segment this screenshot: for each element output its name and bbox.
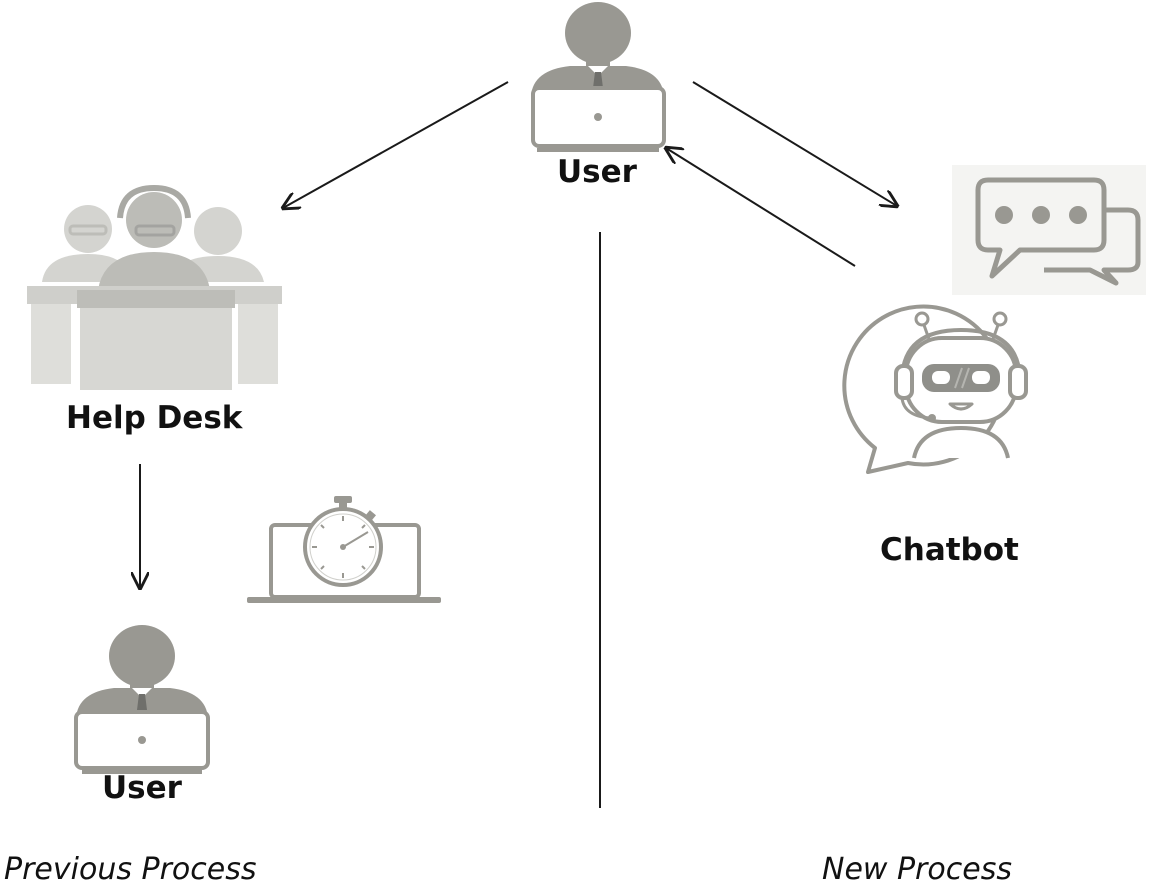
node-label-bottom-user: User (102, 770, 182, 806)
help-desk-team-icon (27, 184, 282, 390)
chatbot-robot-icon (842, 304, 1028, 474)
user-laptop-icon (74, 625, 210, 774)
arrow-user-to-helpdesk (283, 81, 509, 208)
arrow-chatbot-to-user (666, 148, 856, 267)
user-laptop-icon (531, 2, 666, 152)
arrow-user-to-chatbot (692, 81, 897, 206)
laptop-stopwatch-icon (247, 496, 441, 603)
caption-previous-process: Previous Process (4, 852, 257, 887)
caption-new-process: New Process (822, 852, 1012, 887)
node-label-top-user: User (557, 154, 637, 190)
connectors (140, 81, 897, 808)
node-label-help-desk: Help Desk (66, 400, 243, 436)
node-label-chatbot: Chatbot (880, 532, 1019, 568)
chat-bubbles-icon (952, 165, 1146, 295)
